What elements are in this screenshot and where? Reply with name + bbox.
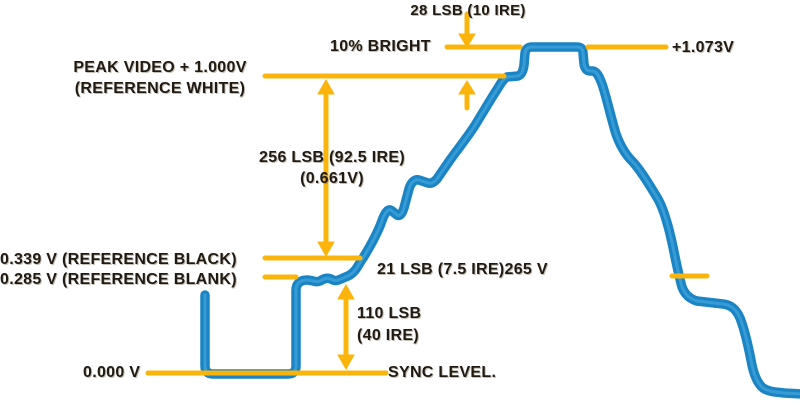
headroom-arrow-down [458,11,476,48]
range-lsb-line1: 256 LSB (92.5 IRE) [259,149,405,166]
range-lsb-label: 256 LSB (92.5 IRE) (0.661V) [237,147,427,189]
range-lsb-line2: (0.661V) [300,170,364,187]
sync-lsb-line2: (40 IRE) [357,327,419,344]
top-voltage-label: +1.073V [672,39,735,56]
headroom-arrow-up [458,80,476,111]
reference-black-label: 0.339 V (REFERENCE BLACK) [0,251,237,268]
setup-lsb-label: 21 LSB (7.5 IRE)265 V [377,261,548,278]
video-waveform [200,42,800,399]
sync-dimension-arrow [337,283,355,371]
sync-lsb-line1: 110 LSB [357,305,422,322]
headroom-lsb-label: 28 LSB (10 IRE) [410,2,526,19]
sync-level-label: SYNC LEVEL. [388,364,497,381]
peak-video-line2: (REFERENCE WHITE) [74,80,246,97]
reference-blank-label: 0.285 V (REFERENCE BLANK) [0,271,237,288]
peak-video-label: PEAK VIDEO + 1.000V (REFERENCE WHITE) [55,57,265,99]
bright-label: 10% BRIGHT [330,38,431,55]
range-dimension-arrow [317,78,335,258]
sync-lsb-label: 110 LSB (40 IRE) [357,303,421,347]
peak-video-line1: PEAK VIDEO + 1.000V [73,59,247,76]
zero-voltage-label: 0.000 V [83,364,141,381]
